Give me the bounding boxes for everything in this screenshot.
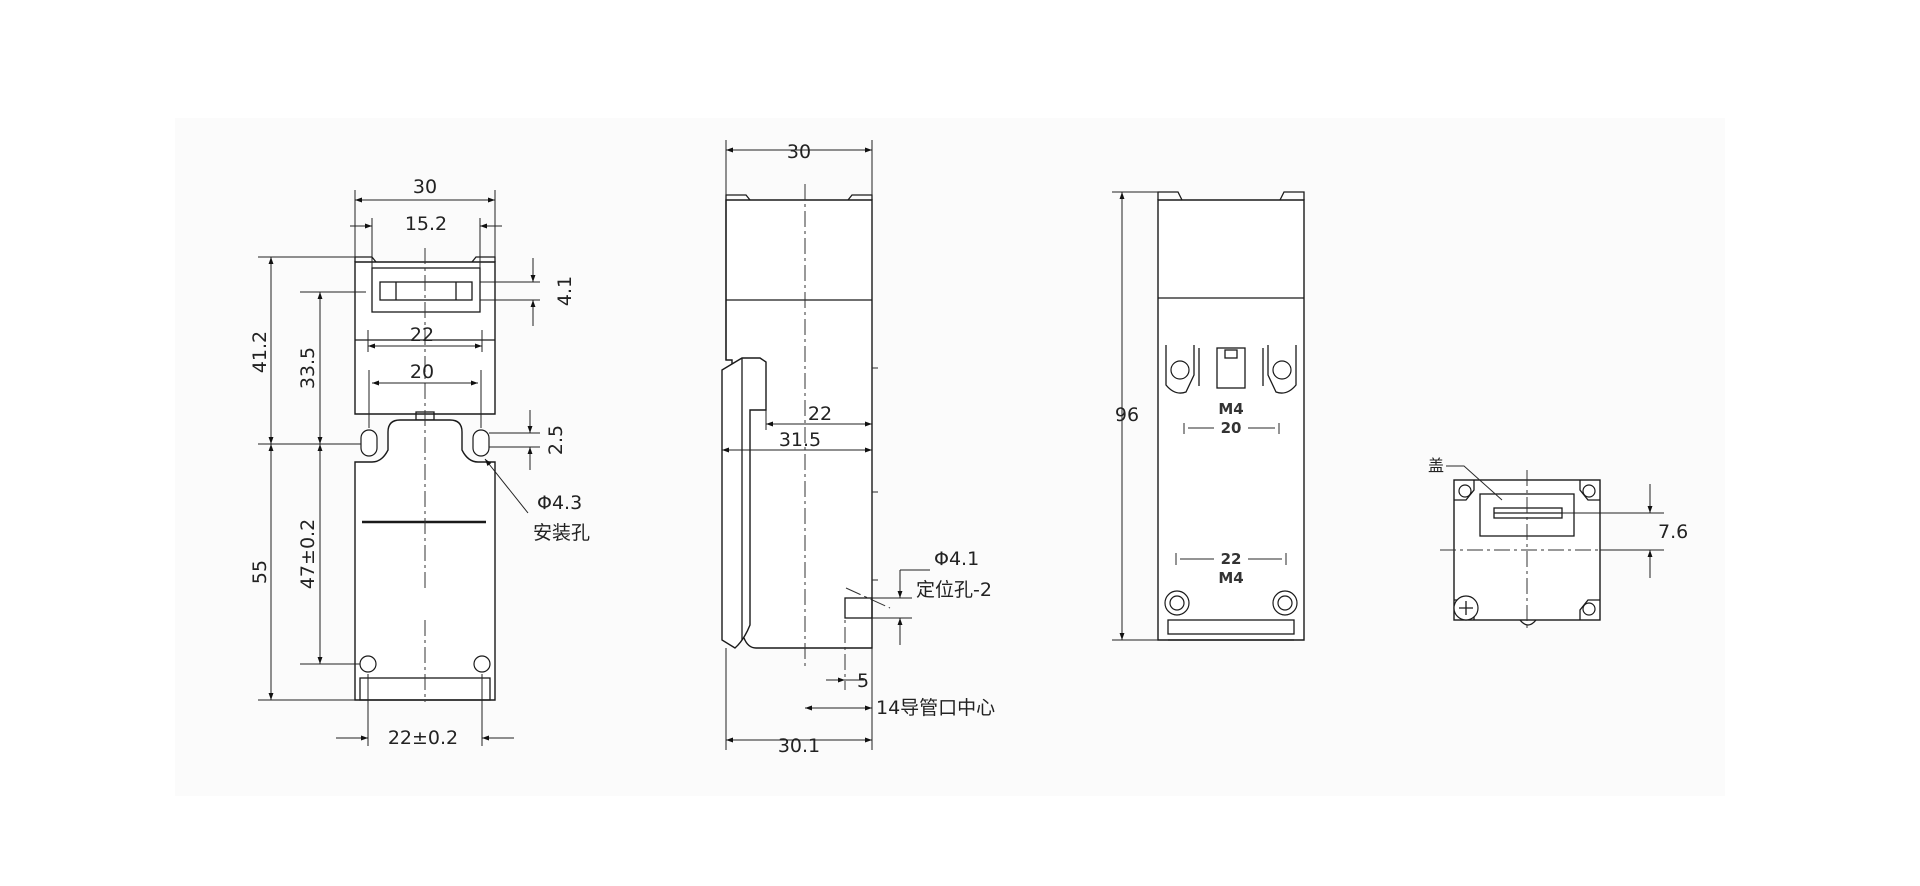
front-dim-2-5: 2.5 [545, 425, 567, 455]
side-dim-31-5: 31.5 [779, 429, 821, 451]
front-dim-20: 20 [410, 361, 434, 383]
back-mark-20: 20 [1221, 419, 1242, 437]
side-dim-5: 5 [857, 670, 869, 692]
side-dim-30: 30 [787, 141, 811, 163]
back-mark-m4-bottom: M4 [1218, 569, 1243, 587]
top-view: 盖 7.6 [1428, 456, 1688, 632]
front-dim-22: 22 [410, 324, 434, 346]
side-dim-30-1: 30.1 [778, 735, 820, 757]
side-locating-hole [844, 597, 873, 619]
front-view: 30 15.2 4.1 22 20 2.5 Φ4.3 安装孔 [249, 176, 590, 749]
front-slot-inner [379, 281, 473, 301]
side-locating-label: 定位孔-2 [916, 579, 992, 601]
back-mark-22: 22 [1221, 550, 1242, 568]
front-hole-diameter: Φ4.3 [537, 492, 582, 514]
side-actuator-plate [721, 357, 767, 649]
top-cover-label: 盖 [1428, 456, 1444, 475]
front-mounting-holes [360, 429, 490, 457]
front-dim-4-1: 4.1 [554, 276, 576, 306]
top-dim-7-6: 7.6 [1658, 521, 1688, 543]
front-head-lip [354, 256, 496, 263]
front-dim-30: 30 [413, 176, 437, 198]
back-mark-m4-top: M4 [1218, 400, 1243, 418]
side-conduit-label: 14导管口中心 [876, 697, 995, 719]
front-dim-55: 55 [249, 560, 271, 584]
front-dim-33-5: 33.5 [297, 347, 319, 389]
side-view: 30 22 31.5 30.1 Φ4.1 定位孔-2 5 14导管口中心 [721, 140, 995, 757]
front-hole-label: 安装孔 [533, 522, 590, 544]
front-dim-15-2: 15.2 [405, 213, 447, 235]
back-view: M4 20 22 M4 96 [1112, 191, 1305, 641]
back-terminals [1165, 345, 1297, 394]
back-body [1157, 199, 1305, 641]
front-dim-47: 47±0.2 [297, 519, 319, 589]
back-dim-96: 96 [1115, 404, 1139, 426]
side-dim-22: 22 [808, 403, 832, 425]
front-dim-41-2: 41.2 [249, 331, 271, 373]
front-dim-22-tol: 22±0.2 [388, 727, 458, 749]
front-slot-outer [371, 267, 481, 313]
side-locating-diameter: Φ4.1 [934, 548, 979, 570]
